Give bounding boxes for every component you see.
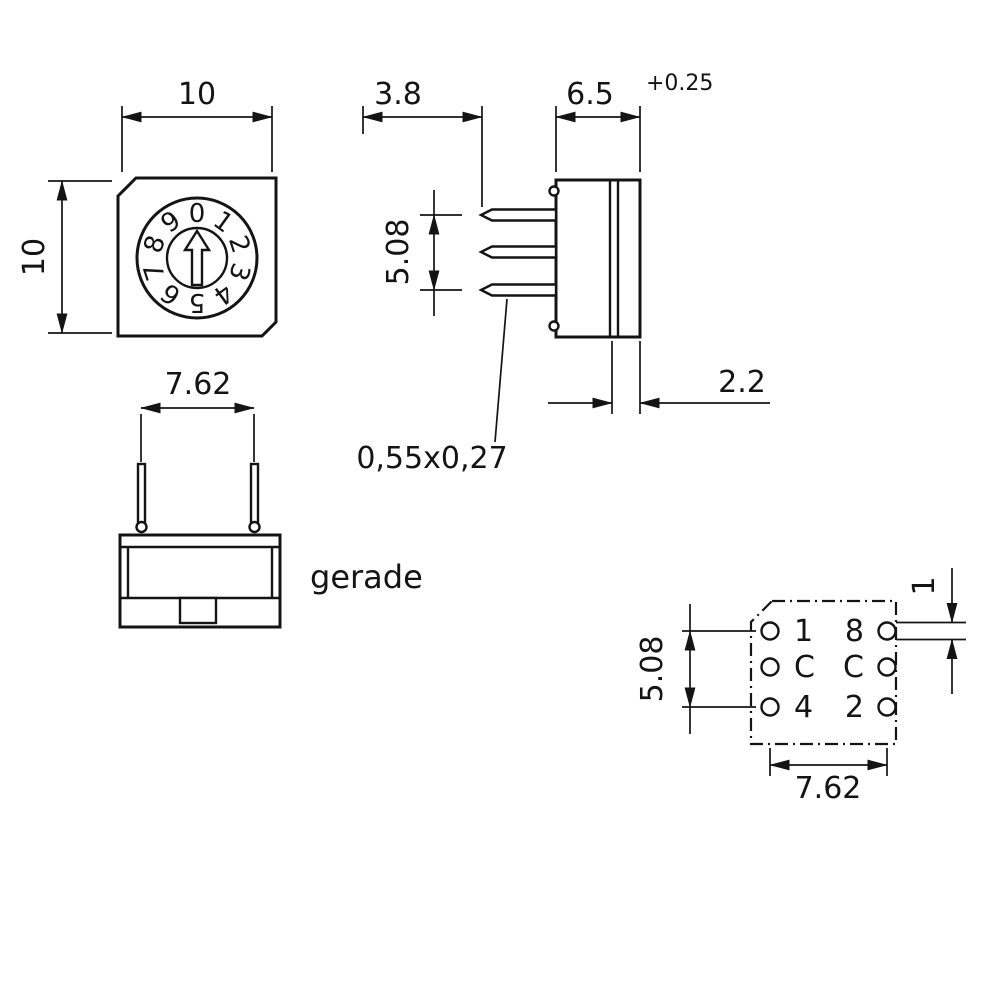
dial-digit-3: 3 bbox=[222, 259, 256, 284]
pin-dia-dim-label: 1 bbox=[907, 576, 942, 595]
pinout-label-c-left: C bbox=[794, 650, 815, 685]
pinout-pad-1 bbox=[760, 621, 780, 641]
pinout-label-c-right: C bbox=[843, 650, 864, 685]
dial-arrow bbox=[182, 228, 212, 287]
pinout-pad-2 bbox=[877, 697, 897, 717]
dial-digit-5: 5 bbox=[189, 287, 206, 317]
bottom-pin-left-bend bbox=[135, 520, 148, 534]
front-body-outline bbox=[116, 176, 278, 338]
pin-span-dim-label: 7.62 bbox=[165, 367, 232, 402]
body-depth-tolerance-label: +0.25 bbox=[646, 71, 713, 96]
row-pitch-dim-label: 5.08 bbox=[635, 636, 670, 703]
pinout-label-1: 1 bbox=[794, 614, 813, 649]
dial-inner-circle bbox=[165, 226, 229, 290]
pinout-pad-c-left bbox=[760, 657, 780, 677]
orientation-label: gerade bbox=[310, 558, 423, 596]
pinout-view: 1 8 C C 4 2 5.08 7.62 1 bbox=[635, 568, 966, 806]
pin-pitch-dim-label: 5.08 bbox=[381, 219, 416, 286]
body-depth-dim-label: 6.5 bbox=[566, 77, 614, 112]
cap-width-dim-label: 2.2 bbox=[718, 365, 766, 400]
side-body-nub-bottom bbox=[548, 320, 560, 332]
bottom-view: 7.62 gerade bbox=[118, 367, 423, 629]
side-body-nub-top bbox=[548, 185, 560, 197]
side-pin-2 bbox=[478, 245, 558, 259]
front-view: 0 1 2 3 4 5 6 7 8 9 10 10 bbox=[17, 77, 278, 338]
side-pin-1 bbox=[478, 208, 558, 222]
bottom-pin-right bbox=[249, 462, 260, 532]
pin-offset-dim-label: 3.8 bbox=[374, 77, 422, 112]
pinout-pad-4 bbox=[760, 697, 780, 717]
pinout-label-4: 4 bbox=[794, 690, 813, 725]
bottom-pin-left bbox=[136, 462, 147, 532]
pinout-label-8: 8 bbox=[845, 614, 864, 649]
pinout-label-2: 2 bbox=[845, 690, 864, 725]
side-view: 3.8 6.5 +0.25 5.08 2.2 0,55x0,27 bbox=[356, 71, 770, 476]
side-body-outline bbox=[554, 178, 642, 339]
pinout-outline bbox=[749, 599, 898, 746]
dial-outer-circle bbox=[135, 196, 259, 320]
dial-digit-7: 7 bbox=[138, 259, 172, 284]
dial-digit-2: 2 bbox=[222, 232, 256, 257]
bottom-body-outline bbox=[118, 533, 282, 629]
side-pin-3 bbox=[478, 283, 558, 297]
pin-cross-section-label: 0,55x0,27 bbox=[356, 441, 507, 476]
bottom-pin-right-bend bbox=[248, 520, 261, 534]
pinout-pad-8 bbox=[877, 621, 897, 641]
pinout-pad-c-right bbox=[877, 657, 897, 677]
bottom-body-center-notch bbox=[178, 596, 218, 625]
pin-cross-section-leader bbox=[494, 298, 508, 443]
dial-digit-8: 8 bbox=[138, 232, 172, 257]
col-pitch-dim-label: 7.62 bbox=[795, 771, 862, 806]
front-height-dim-label: 10 bbox=[17, 238, 52, 276]
dial-digit-0: 0 bbox=[189, 199, 206, 229]
front-width-dim-label: 10 bbox=[178, 77, 216, 112]
